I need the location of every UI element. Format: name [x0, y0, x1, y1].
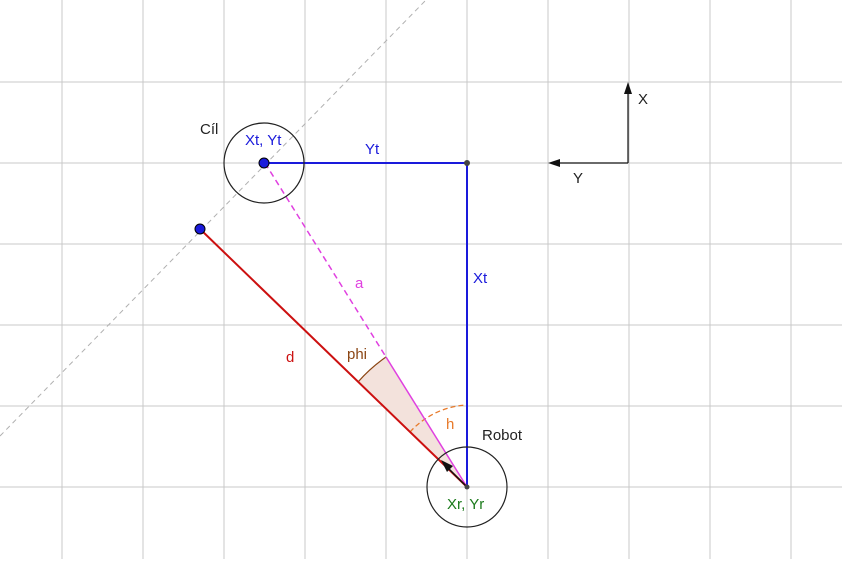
diagonal-guide-line — [0, 0, 427, 437]
robot-title-label: Robot — [482, 427, 523, 444]
robot-coords-label: Xr, Yr — [447, 496, 484, 513]
d-label: d — [286, 349, 294, 366]
axis-y-label: Y — [573, 170, 583, 187]
a-line — [264, 162, 387, 358]
h-label: h — [446, 416, 454, 433]
x-axis-arrowhead — [624, 82, 632, 94]
robot-point — [464, 484, 470, 490]
d-endpoint[interactable] — [194, 223, 206, 235]
corner-point — [464, 160, 470, 166]
robot-circle — [426, 446, 508, 528]
target-coords-label: Xt, Yt — [245, 132, 282, 149]
target-point[interactable] — [258, 157, 270, 169]
target-title-label: Cíl — [200, 121, 218, 138]
a-solid-segment — [385, 356, 468, 488]
phi-label: phi — [347, 346, 367, 363]
xt-label: Xt — [473, 270, 488, 287]
yt-label: Yt — [365, 141, 380, 158]
axis-x-label: X — [638, 91, 648, 108]
d-line — [199, 228, 468, 488]
robot-heading-arrowhead — [441, 460, 453, 472]
target-circle — [223, 122, 305, 204]
h-angle-arc — [409, 404, 468, 433]
a-label: a — [355, 275, 364, 292]
y-axis-arrowhead — [548, 159, 560, 167]
phi-angle-wedge — [358, 357, 467, 487]
